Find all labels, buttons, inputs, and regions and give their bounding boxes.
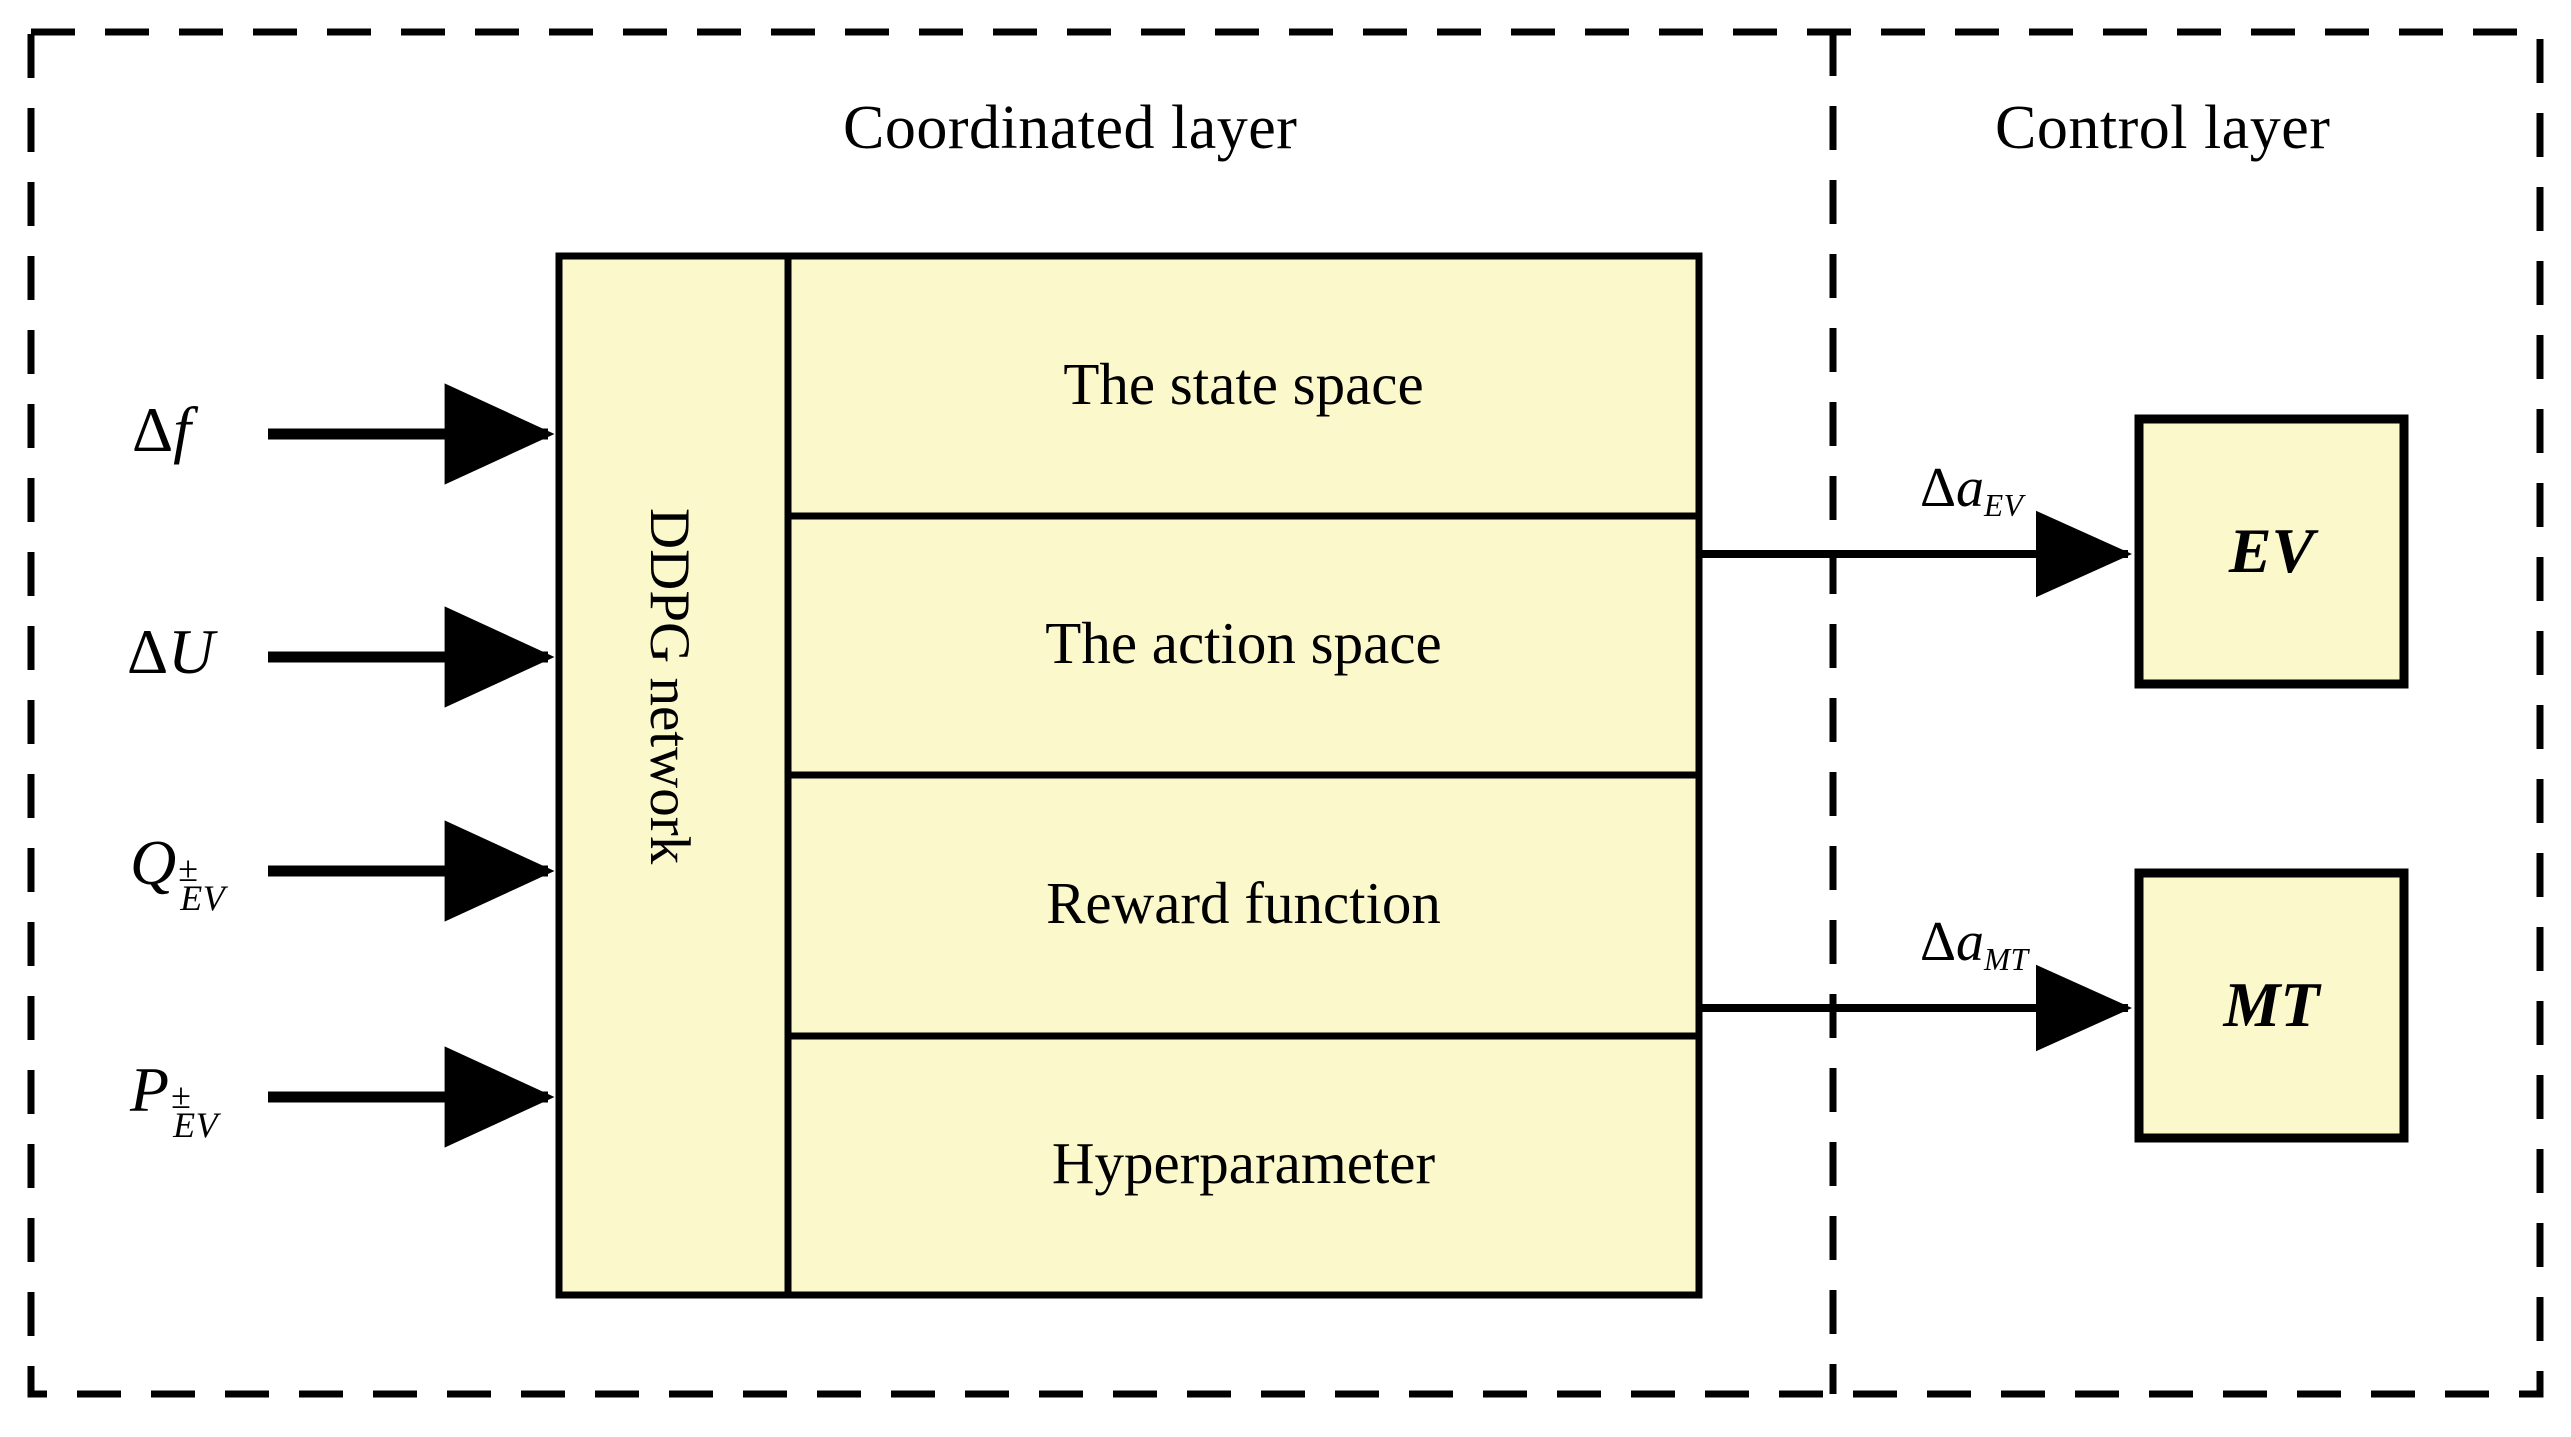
ev-subscript: EV xyxy=(1984,488,2024,524)
input-label-p-ev: P±EV xyxy=(130,1058,218,1144)
ev-subscript: EV xyxy=(180,878,226,919)
mt-unit-box xyxy=(2134,868,2409,1143)
input-label-q-ev: Q±EV xyxy=(130,831,225,917)
input-base-symbol: f xyxy=(173,394,191,465)
input-base-symbol: U xyxy=(168,616,215,687)
ev-subscript: EV xyxy=(173,1105,219,1146)
coordinated-layer-title: Coordinated layer xyxy=(843,94,1298,162)
ev-unit-box-label: EV xyxy=(2228,515,2315,586)
input-label-delta-u: ΔU xyxy=(127,620,214,684)
plus-minus-superscript: ± xyxy=(171,1075,191,1116)
input-label-delta-f: Δf xyxy=(132,398,191,462)
input-base-symbol: Q xyxy=(130,827,177,898)
a-symbol: a xyxy=(1956,911,1985,973)
output-arrow-label-mt: ΔaMT xyxy=(1920,914,2029,975)
mt-unit-box-label: MT xyxy=(2223,969,2320,1040)
plus-minus-superscript: ± xyxy=(178,848,198,889)
a-symbol: a xyxy=(1956,457,1985,519)
output-arrow-label-ev: ΔaEV xyxy=(1920,460,2023,521)
delta-symbol: Δ xyxy=(1920,911,1957,973)
ddpg-row-label-state-space: The state space xyxy=(1063,351,1424,417)
delta-symbol: Δ xyxy=(1920,457,1957,519)
figure-outer-dashed-border xyxy=(27,28,2544,1398)
ddpg-row-label-reward-function: Reward function xyxy=(1046,870,1441,936)
ddpg-row-label-action-space: The action space xyxy=(1045,610,1442,676)
delta-symbol: Δ xyxy=(127,616,169,687)
ddpg-network-column-label: DDPG network xyxy=(638,508,701,865)
ev-unit-box xyxy=(2134,414,2409,689)
ddpg-row-label-hyperparameter: Hyperparameter xyxy=(1051,1130,1436,1196)
input-base-symbol: P xyxy=(130,1054,170,1125)
mt-subscript: MT xyxy=(1984,942,2029,978)
delta-symbol: Δ xyxy=(132,394,174,465)
control-layer-title: Control layer xyxy=(1995,94,2331,162)
